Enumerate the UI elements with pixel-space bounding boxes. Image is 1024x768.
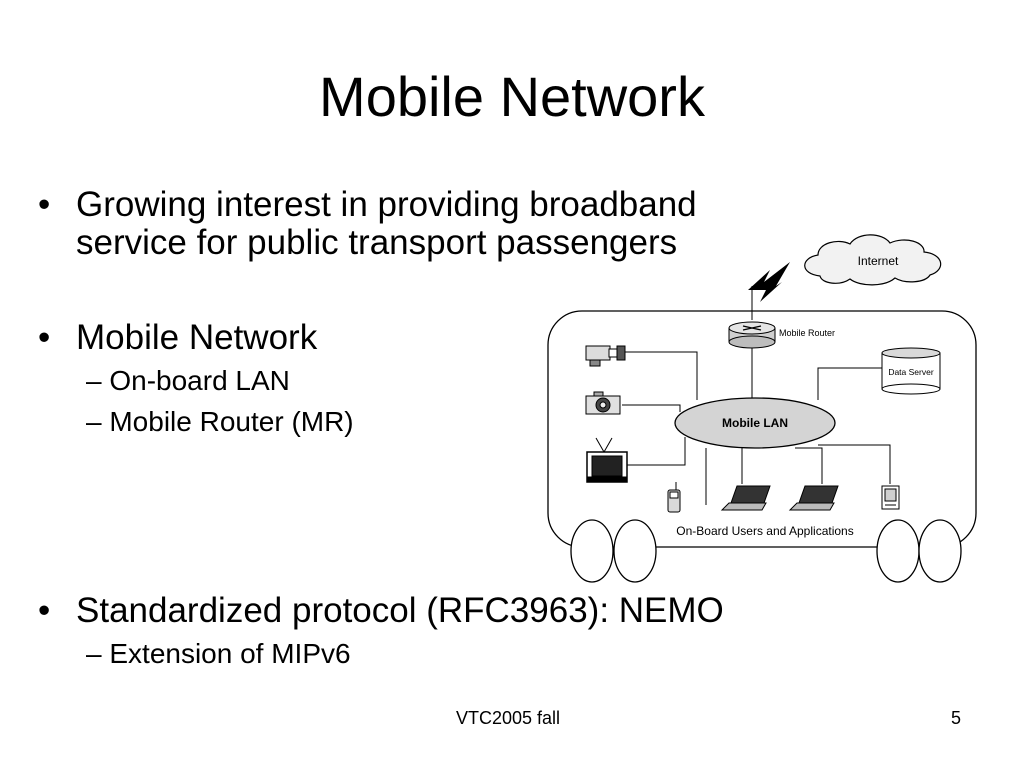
bullet-text-line1: Growing interest in providing broadband bbox=[76, 185, 697, 224]
sub-bullet-mobile-router: – Mobile Router (MR) bbox=[86, 406, 354, 438]
wheel-icon bbox=[570, 519, 962, 583]
sub-bullet-onboard-lan: – On-board LAN bbox=[86, 365, 290, 397]
network-links bbox=[622, 286, 891, 505]
dash-glyph: – bbox=[86, 638, 102, 669]
mobile-lan-ellipse bbox=[674, 397, 836, 449]
cellphone-icon bbox=[667, 482, 681, 513]
mobile-network-diagram: Internet Mobile Router Data Server Mobil… bbox=[547, 234, 977, 583]
dash-glyph: – bbox=[86, 365, 102, 396]
lightning-icon bbox=[748, 262, 790, 302]
page-number: 5 bbox=[951, 708, 962, 728]
camera-icon bbox=[585, 391, 621, 415]
laptop-icon bbox=[720, 485, 771, 511]
bullet-glyph: • bbox=[38, 591, 51, 630]
onboard-users-label: On-Board Users and Applications bbox=[676, 524, 853, 538]
bullet-glyph: • bbox=[38, 185, 51, 224]
bullet-text: Mobile Network bbox=[76, 318, 318, 357]
sub-bullet-mipv6: – Extension of MIPv6 bbox=[86, 638, 351, 670]
data-server-label: Data Server bbox=[888, 367, 934, 377]
mobile-router-label: Mobile Router bbox=[779, 328, 835, 338]
mobile-lan-label: Mobile LAN bbox=[722, 416, 788, 430]
bullet-text: Standardized protocol (RFC3963): NEMO bbox=[76, 591, 724, 630]
sub-bullet-text: Mobile Router (MR) bbox=[109, 406, 354, 437]
bullet-text-line2: service for public transport passengers bbox=[76, 223, 678, 262]
internet-label: Internet bbox=[858, 254, 899, 268]
cloud-icon: Internet bbox=[804, 234, 942, 286]
database-icon: Data Server bbox=[881, 347, 941, 395]
laptop-icon bbox=[788, 485, 839, 511]
tv-icon bbox=[586, 437, 628, 483]
footer-label: VTC2005 fall bbox=[456, 708, 561, 728]
sub-bullet-text: On-board LAN bbox=[109, 365, 290, 396]
pda-icon bbox=[881, 485, 900, 510]
camcorder-icon bbox=[585, 345, 626, 367]
dash-glyph: – bbox=[86, 406, 102, 437]
bullet-glyph: • bbox=[38, 318, 51, 357]
slide-title: Mobile Network bbox=[319, 65, 705, 128]
sub-bullet-text: Extension of MIPv6 bbox=[109, 638, 351, 669]
router-icon bbox=[728, 321, 776, 349]
